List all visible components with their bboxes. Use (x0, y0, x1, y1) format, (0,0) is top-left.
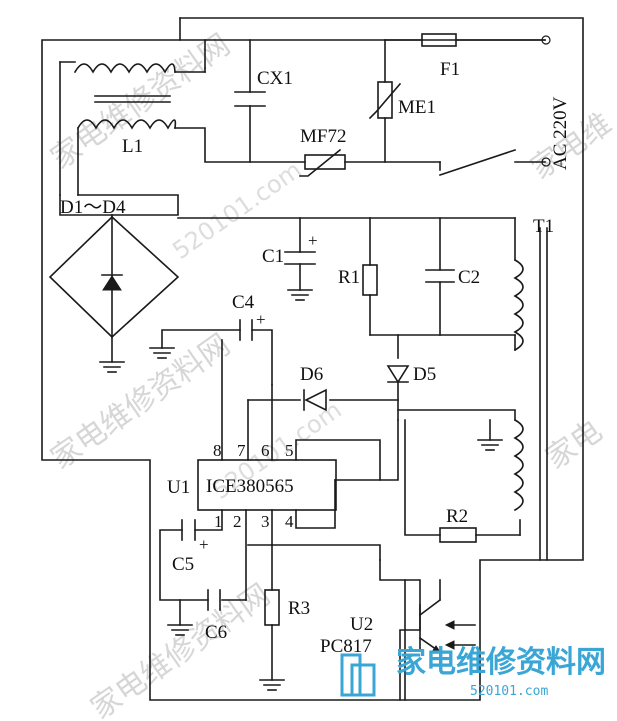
ground-symbol (287, 289, 313, 301)
label-plus: + (199, 535, 209, 554)
label-c4: C4 (232, 292, 255, 313)
label-mf72: MF72 (300, 126, 346, 147)
watermark-url: 520101.com (167, 156, 306, 265)
ic-pin-5: 5 (285, 441, 294, 460)
label-ac-input: AC 220V (550, 96, 571, 170)
label-d1-d4: D1～D4 (60, 197, 126, 218)
ic-pin-1: 1 (214, 512, 223, 531)
resistor-r3 (264, 589, 280, 626)
watermark-text: 家电 (540, 413, 609, 476)
capacitor-c6 (207, 589, 221, 611)
bridge-rectifier-d1-d4 (48, 215, 180, 339)
label-c6: C6 (205, 622, 227, 643)
label-plus: + (256, 310, 266, 329)
ground-symbol (259, 679, 285, 691)
ground-symbol (167, 624, 193, 636)
label-u2: U2 (350, 614, 373, 635)
label-ic-part: ICE380565 (206, 476, 294, 497)
wiring (41, 17, 584, 701)
ic-pin-6: 6 (261, 441, 270, 460)
ic-pin-3: 3 (261, 512, 270, 531)
label-cx1: CX1 (257, 68, 293, 89)
label-d5: D5 (413, 364, 436, 385)
capacitor-c5 (181, 519, 196, 541)
label-f1: F1 (440, 59, 460, 80)
label-plus: + (308, 231, 318, 250)
resistor-r1 (362, 264, 378, 296)
diode-d6 (303, 388, 327, 412)
watermark-text: 家电维修资料网 (45, 327, 237, 476)
ac-terminals (541, 35, 551, 167)
capacitor-c2 (425, 269, 455, 283)
label-r2: R2 (446, 506, 468, 527)
label-t1: T1 (533, 216, 554, 237)
label-c2: C2 (458, 267, 480, 288)
resistor-r2 (439, 527, 477, 543)
label-d6: D6 (300, 364, 323, 385)
label-pc817: PC817 (320, 636, 372, 657)
capacitor-c4 (239, 319, 253, 341)
label-me1: ME1 (398, 97, 436, 118)
label-r1: R1 (338, 267, 360, 288)
thermistor-mf72 (299, 148, 346, 177)
logo-text: 家电维修资料网 (396, 645, 606, 680)
label-r3: R3 (288, 598, 310, 619)
inductor-l1 (73, 63, 177, 130)
ic-pin-4: 4 (285, 512, 294, 531)
fuse-f1 (421, 33, 457, 47)
site-logo (340, 653, 376, 697)
transformer-t1 (513, 227, 548, 561)
optocoupler-u2 (418, 579, 476, 666)
label-u1: U1 (167, 477, 190, 498)
label-c5: C5 (172, 554, 194, 575)
label-c1: C1 (262, 246, 284, 267)
ground-symbol (99, 361, 125, 373)
label-l1: L1 (122, 136, 143, 157)
logo-url: 520101.com (470, 684, 548, 699)
ic-pin-2: 2 (233, 512, 242, 531)
diode-d5 (386, 365, 410, 384)
ground-symbol (149, 347, 175, 359)
ic-pin-7: 7 (237, 441, 246, 460)
capacitor-cx1 (234, 91, 266, 107)
varistor-me1 (368, 81, 402, 120)
capacitor-c1 (284, 251, 316, 265)
ic-pin-8: 8 (213, 441, 222, 460)
ic-u1 (197, 459, 337, 511)
ground-symbol (477, 439, 503, 451)
